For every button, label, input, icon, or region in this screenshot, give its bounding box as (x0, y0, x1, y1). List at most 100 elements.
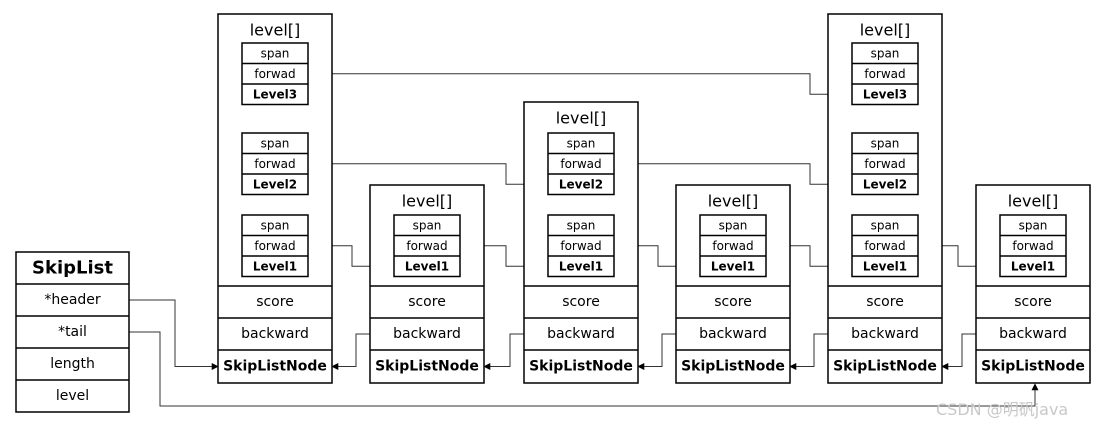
span-field: span (871, 46, 900, 60)
skiplist-struct: SkipList *header *tail length level (15, 251, 130, 413)
level-cell (851, 42, 919, 106)
forward-pointer: forwad (406, 239, 447, 253)
level-cell (393, 214, 461, 278)
forward-arrow (614, 163, 853, 188)
forward-pointer: forwad (560, 239, 601, 253)
forward-arrow (308, 73, 853, 98)
score-field: score (866, 294, 904, 310)
level-array-title: level[] (860, 21, 911, 40)
forward-arrow (308, 163, 549, 188)
skiplist-field: length (50, 356, 95, 372)
forward-pointer: forwad (864, 239, 905, 253)
level-label: Level1 (253, 259, 297, 273)
node-name: SkipListNode (833, 359, 937, 375)
span-field: span (261, 218, 290, 232)
level-label: Level2 (253, 177, 297, 191)
skiplist-field: *header (44, 292, 101, 308)
level-cell (699, 214, 767, 278)
forward-pointer: forwad (254, 157, 295, 171)
level-cell (999, 214, 1067, 278)
level-cell (241, 132, 309, 196)
node-name: SkipListNode (681, 359, 785, 375)
backward-arrow (483, 333, 524, 370)
level-array-title: level[] (556, 109, 607, 128)
skiplist-field: level (56, 388, 89, 404)
forward-pointer: forwad (560, 157, 601, 171)
span-field: span (567, 136, 596, 150)
score-field: score (714, 294, 752, 310)
backward-arrow (637, 333, 676, 370)
level-label: Level1 (711, 259, 755, 273)
span-field: span (1019, 218, 1048, 232)
backward-field: backward (999, 326, 1067, 342)
span-field: span (413, 218, 442, 232)
level-label: Level1 (559, 259, 603, 273)
backward-field: backward (241, 326, 309, 342)
level-label: Level1 (405, 259, 449, 273)
span-field: span (261, 46, 290, 60)
level-array-title: level[] (250, 21, 301, 40)
level-cell (241, 214, 309, 278)
score-field: score (1014, 294, 1052, 310)
node-name: SkipListNode (223, 359, 327, 375)
level-label: Level3 (863, 87, 907, 101)
level-array-title: level[] (402, 192, 453, 211)
backward-arrow (941, 333, 976, 370)
score-field: score (408, 294, 446, 310)
node-name: SkipListNode (981, 359, 1085, 375)
level-cell (241, 42, 309, 106)
header-pointer (129, 299, 219, 370)
level-label: Level2 (559, 177, 603, 191)
level-label: Level1 (863, 259, 907, 273)
forward-pointer: forwad (1012, 239, 1053, 253)
forward-pointer: forwad (254, 67, 295, 81)
skiplist-title: SkipList (32, 258, 113, 279)
span-field: span (261, 136, 290, 150)
level-label: Level2 (863, 177, 907, 191)
level-array-title: level[] (1008, 192, 1059, 211)
forward-pointer: forwad (712, 239, 753, 253)
backward-field: backward (547, 326, 615, 342)
span-field: span (567, 218, 596, 232)
span-field: span (871, 218, 900, 232)
backward-field: backward (851, 326, 919, 342)
level-label: Level1 (1011, 259, 1055, 273)
score-field: score (562, 294, 600, 310)
backward-arrow (789, 333, 828, 370)
node-name: SkipListNode (375, 359, 479, 375)
level-cell (547, 132, 615, 196)
backward-field: backward (393, 326, 461, 342)
forward-pointer: forwad (254, 239, 295, 253)
level-cell (851, 214, 919, 278)
skiplist-field: *tail (58, 324, 87, 340)
level-label: Level3 (253, 87, 297, 101)
score-field: score (256, 294, 294, 310)
forward-pointer: forwad (864, 67, 905, 81)
forward-pointer: forwad (864, 157, 905, 171)
node-name: SkipListNode (529, 359, 633, 375)
backward-field: backward (699, 326, 767, 342)
tail-pointer (129, 331, 1039, 407)
skiplist-frame (15, 251, 130, 413)
level-cell (851, 132, 919, 196)
level-array-title: level[] (708, 192, 759, 211)
level-cell (547, 214, 615, 278)
span-field: span (719, 218, 748, 232)
